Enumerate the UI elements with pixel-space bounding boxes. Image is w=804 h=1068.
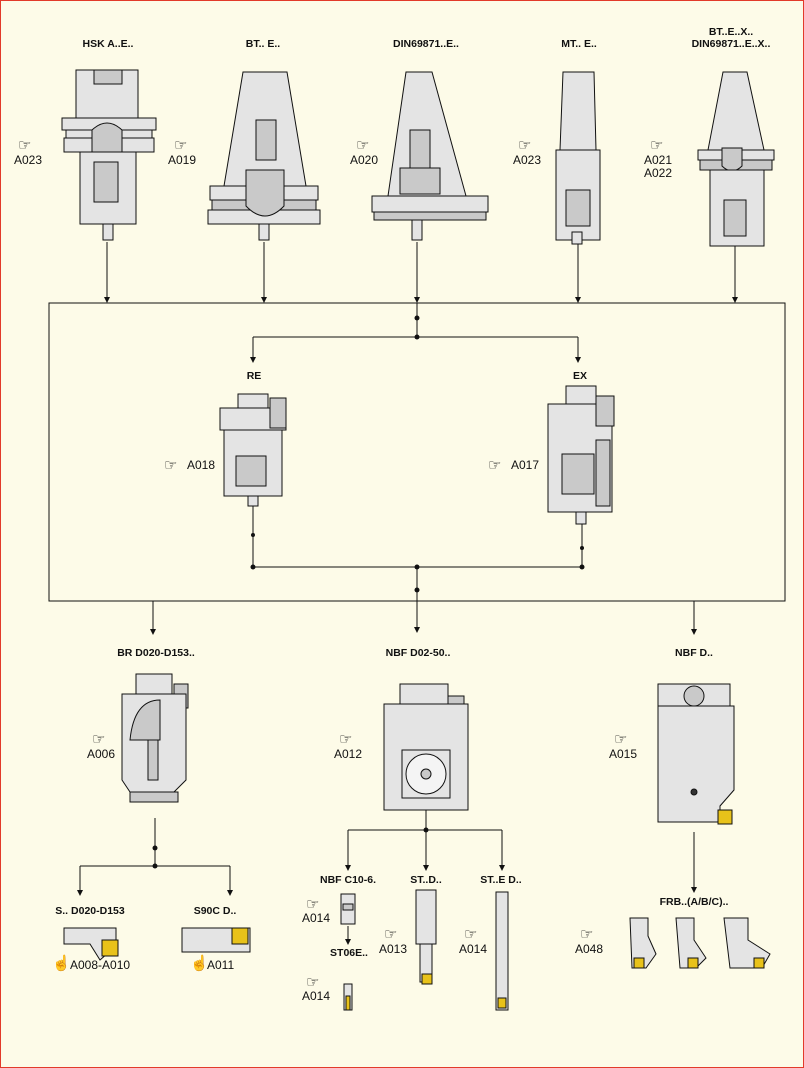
- pointing-hand-icon: ☞: [464, 926, 478, 943]
- ex-adapter-drawing: [547, 385, 615, 525]
- ex-adapter-ref[interactable]: A017: [511, 458, 540, 472]
- nbf-d02-head-drawing: [383, 683, 469, 811]
- nbf-c10-ref[interactable]: A014: [302, 911, 331, 925]
- br-head-drawing: [121, 673, 189, 803]
- din-holder-label: DIN69871..E..: [393, 38, 459, 50]
- pointing-hand-icon: ☞: [306, 974, 320, 991]
- bt-holder-label: BT.. E..: [245, 38, 281, 50]
- nbf-c10-drawing: [340, 893, 356, 925]
- nbf-d-head-drawing: [657, 683, 735, 825]
- pointing-hand-icon: ☞: [614, 731, 628, 748]
- pointing-hand-icon: ☞: [384, 926, 398, 943]
- nbf-c10-label: NBF C10-6.: [319, 874, 377, 886]
- frb-cartridges-drawing: [629, 917, 771, 969]
- connector-lines: [48, 242, 786, 945]
- pointing-hand-icon: ☞: [164, 457, 178, 474]
- st-e-d-label: ST..E D..: [480, 874, 522, 886]
- br-head-label: BR D020-D153..: [117, 647, 195, 659]
- pointing-hand-icon: ☞: [92, 731, 106, 748]
- mt-holder-label: MT.. E..: [561, 38, 597, 50]
- pointing-hand-icon: ☞: [174, 137, 188, 154]
- st-d-ref[interactable]: A013: [379, 942, 408, 956]
- din-holder-ref[interactable]: A020: [350, 153, 379, 167]
- br-head-ref[interactable]: A006: [87, 747, 116, 761]
- pointing-hand-icon: ☞: [650, 137, 664, 154]
- st06e-label: ST06E..: [330, 947, 368, 959]
- bt-x-holder-ref-2[interactable]: A022: [644, 166, 673, 180]
- bt-holder-ref[interactable]: A019: [168, 153, 197, 167]
- st-e-d-ref[interactable]: A014: [459, 942, 488, 956]
- adapter-frame-box: [48, 302, 786, 602]
- st06e-drawing: [343, 983, 353, 1011]
- re-adapter-drawing: [219, 393, 287, 507]
- s90c-ref[interactable]: A011: [207, 958, 235, 972]
- nbf-d02-head-ref[interactable]: A012: [334, 747, 363, 761]
- mt-holder-drawing: [555, 71, 601, 245]
- hsk-holder-drawing: [61, 69, 157, 241]
- bt-holder-drawing: [207, 71, 321, 241]
- pointing-hand-icon: ☞: [356, 137, 370, 154]
- touch-hand-icon: ☝: [52, 955, 71, 972]
- st06e-ref[interactable]: A014: [302, 989, 331, 1003]
- nbf-d-head-ref[interactable]: A015: [609, 747, 638, 761]
- nbf-d-head-label: NBF D..: [675, 647, 713, 659]
- s-d020-insert-holder-drawing: [63, 927, 119, 961]
- s90c-holder-drawing: [181, 927, 251, 953]
- bt-x-holder-drawing: [697, 71, 775, 247]
- bt-x-holder-label-line2: DIN69871..E..X..: [691, 38, 771, 50]
- frb-label: FRB..(A/B/C)..: [659, 896, 729, 908]
- pointing-hand-icon: ☞: [306, 896, 320, 913]
- mt-holder-ref[interactable]: A023: [513, 153, 542, 167]
- pointing-hand-icon: ☞: [488, 457, 502, 474]
- touch-hand-icon: ☝: [190, 955, 209, 972]
- s90c-label: S90C D..: [193, 905, 237, 917]
- pointing-hand-icon: ☞: [518, 137, 532, 154]
- st-d-label: ST..D..: [410, 874, 442, 886]
- bt-x-holder-label-line1: BT..E..X..: [708, 26, 754, 38]
- pointing-hand-icon: ☞: [580, 926, 594, 943]
- re-adapter-ref[interactable]: A018: [187, 458, 216, 472]
- bt-x-holder-ref-1[interactable]: A021: [644, 153, 673, 167]
- s-d020-label: S.. D020-D153: [55, 905, 125, 917]
- st-e-d-drawing: [495, 891, 509, 1011]
- frb-ref[interactable]: A048: [575, 942, 604, 956]
- pointing-hand-icon: ☞: [339, 731, 353, 748]
- bt-x-holder-label: BT..E..X.. DIN69871..E..X..: [692, 26, 771, 50]
- nbf-d02-head-label: NBF D02-50..: [385, 647, 451, 659]
- ex-adapter-label: EX: [572, 370, 588, 382]
- st-d-drawing: [415, 889, 437, 985]
- pointing-hand-icon: ☞: [18, 137, 32, 154]
- hsk-holder-ref[interactable]: A023: [14, 153, 43, 167]
- hsk-holder-label: HSK A..E..: [82, 38, 134, 50]
- s-d020-ref[interactable]: A008-A010: [70, 958, 131, 972]
- din-holder-drawing: [371, 71, 489, 241]
- re-adapter-label: RE: [246, 370, 262, 382]
